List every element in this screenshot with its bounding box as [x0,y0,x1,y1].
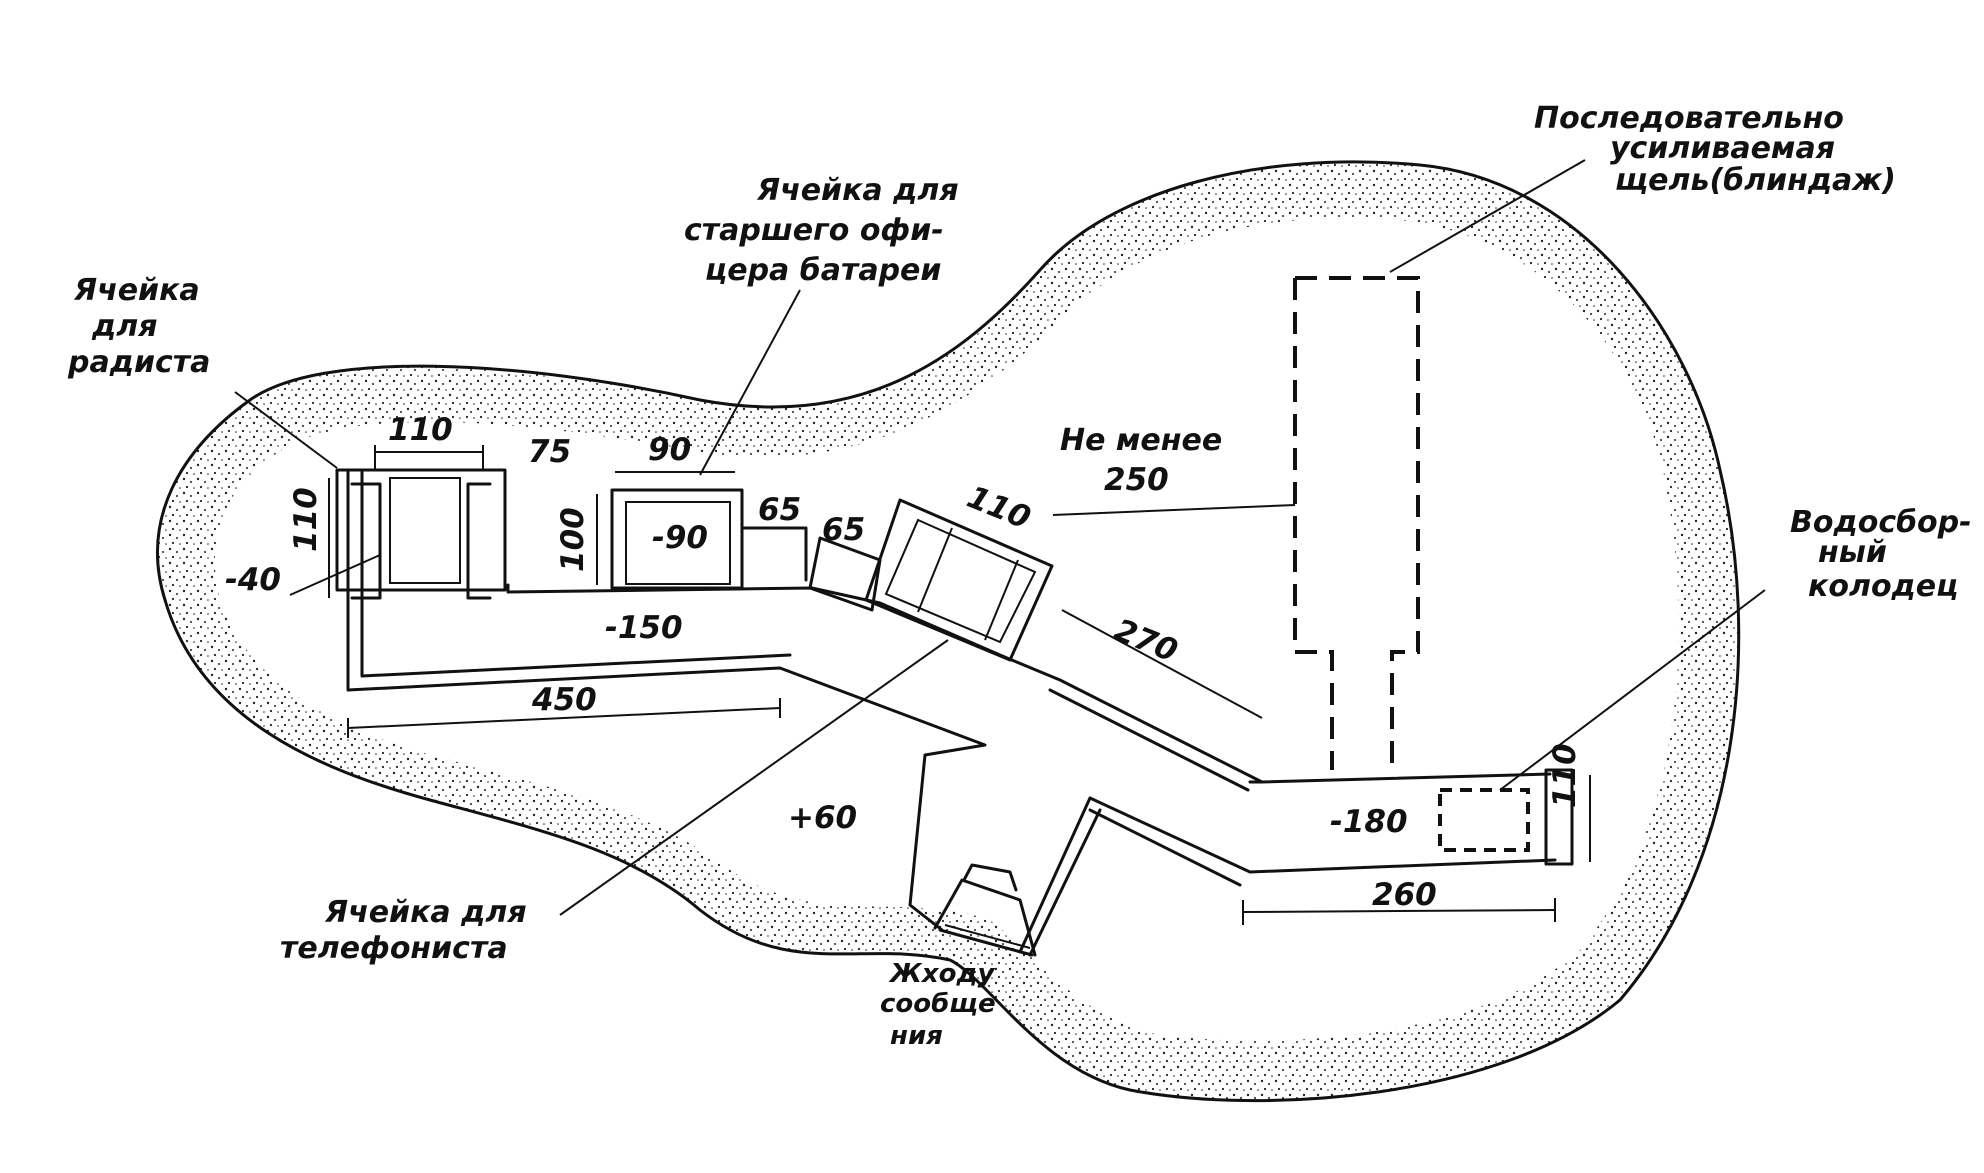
label-phone-line2: телефониста [280,931,508,966]
dim-110-right: 110 [1547,743,1583,808]
dim-110-top: 110 [388,412,453,448]
dim-450: 450 [531,682,597,718]
drainage-end [1438,768,1574,866]
label-radio-line3: радиста [67,345,210,380]
senior-officer-cell [610,488,808,590]
label-well-line1: Водосбор- [1790,505,1972,540]
label-radio-cell: Ячейка для радиста [67,273,210,380]
elev-minus90: -90 [652,520,708,556]
dim-260: 260 [1372,877,1437,913]
label-comm-line2: сообще [880,989,996,1019]
dim-100: 100 [555,507,591,572]
elev-minus180: -180 [1330,804,1408,840]
label-phone-cell: Ячейка для телефониста [280,895,527,966]
label-well-line3: колодец [1808,569,1958,604]
elev-minus150: -150 [605,610,683,646]
label-phone-line1: Ячейка для [324,895,527,930]
label-not-less-value: 250 [1104,462,1169,498]
leader-lines [234,159,1766,916]
elev-plus60: +60 [788,800,857,836]
comm-passage-entry [933,863,1037,957]
label-dugout-line2: усиливаемая [1610,131,1835,166]
dim-110-left: 110 [288,487,324,552]
label-comm-line1: Жходу [888,959,995,989]
dim-75: 75 [528,434,571,470]
label-officer-line3: цера батареи [705,253,941,288]
label-dugout: Последовательно усиливаемая щель(блиндаж… [1534,101,1896,198]
dim-65b: 65 [822,512,865,548]
dimension-lines [328,445,1591,925]
elev-minus40: -40 [225,562,281,598]
label-dugout-line3: щель(блиндаж) [1615,163,1896,198]
label-not-less-line1: Не менее [1060,423,1222,458]
label-officer-cell: Ячейка для старшего офи- цера батареи [684,173,959,288]
dugout-slot [1293,276,1420,770]
dim-90: 90 [648,432,691,468]
label-officer-line1: Ячейка для [756,173,959,208]
label-radio-line1: Ячейка [73,273,200,308]
label-dugout-line1: Последовательно [1534,101,1844,136]
trench-outline [346,468,1557,957]
label-well: Водосбор- ный колодец [1790,505,1972,604]
telephonist-cell [808,498,1054,662]
label-comm-passage: Жходу сообще ния [880,959,996,1051]
dim-65a: 65 [758,492,801,528]
label-radio-line2: для [91,309,157,344]
label-comm-line3: ния [890,1021,943,1051]
dimension-values: 110 75 90 110 100 -40 -90 65 65 110 -150… [225,412,1583,913]
radio-operator-cell [335,468,507,600]
label-not-less: Не менее 250 [1060,423,1222,498]
label-officer-line2: старшего офи- [684,213,944,248]
label-well-line2: ный [1818,535,1887,570]
